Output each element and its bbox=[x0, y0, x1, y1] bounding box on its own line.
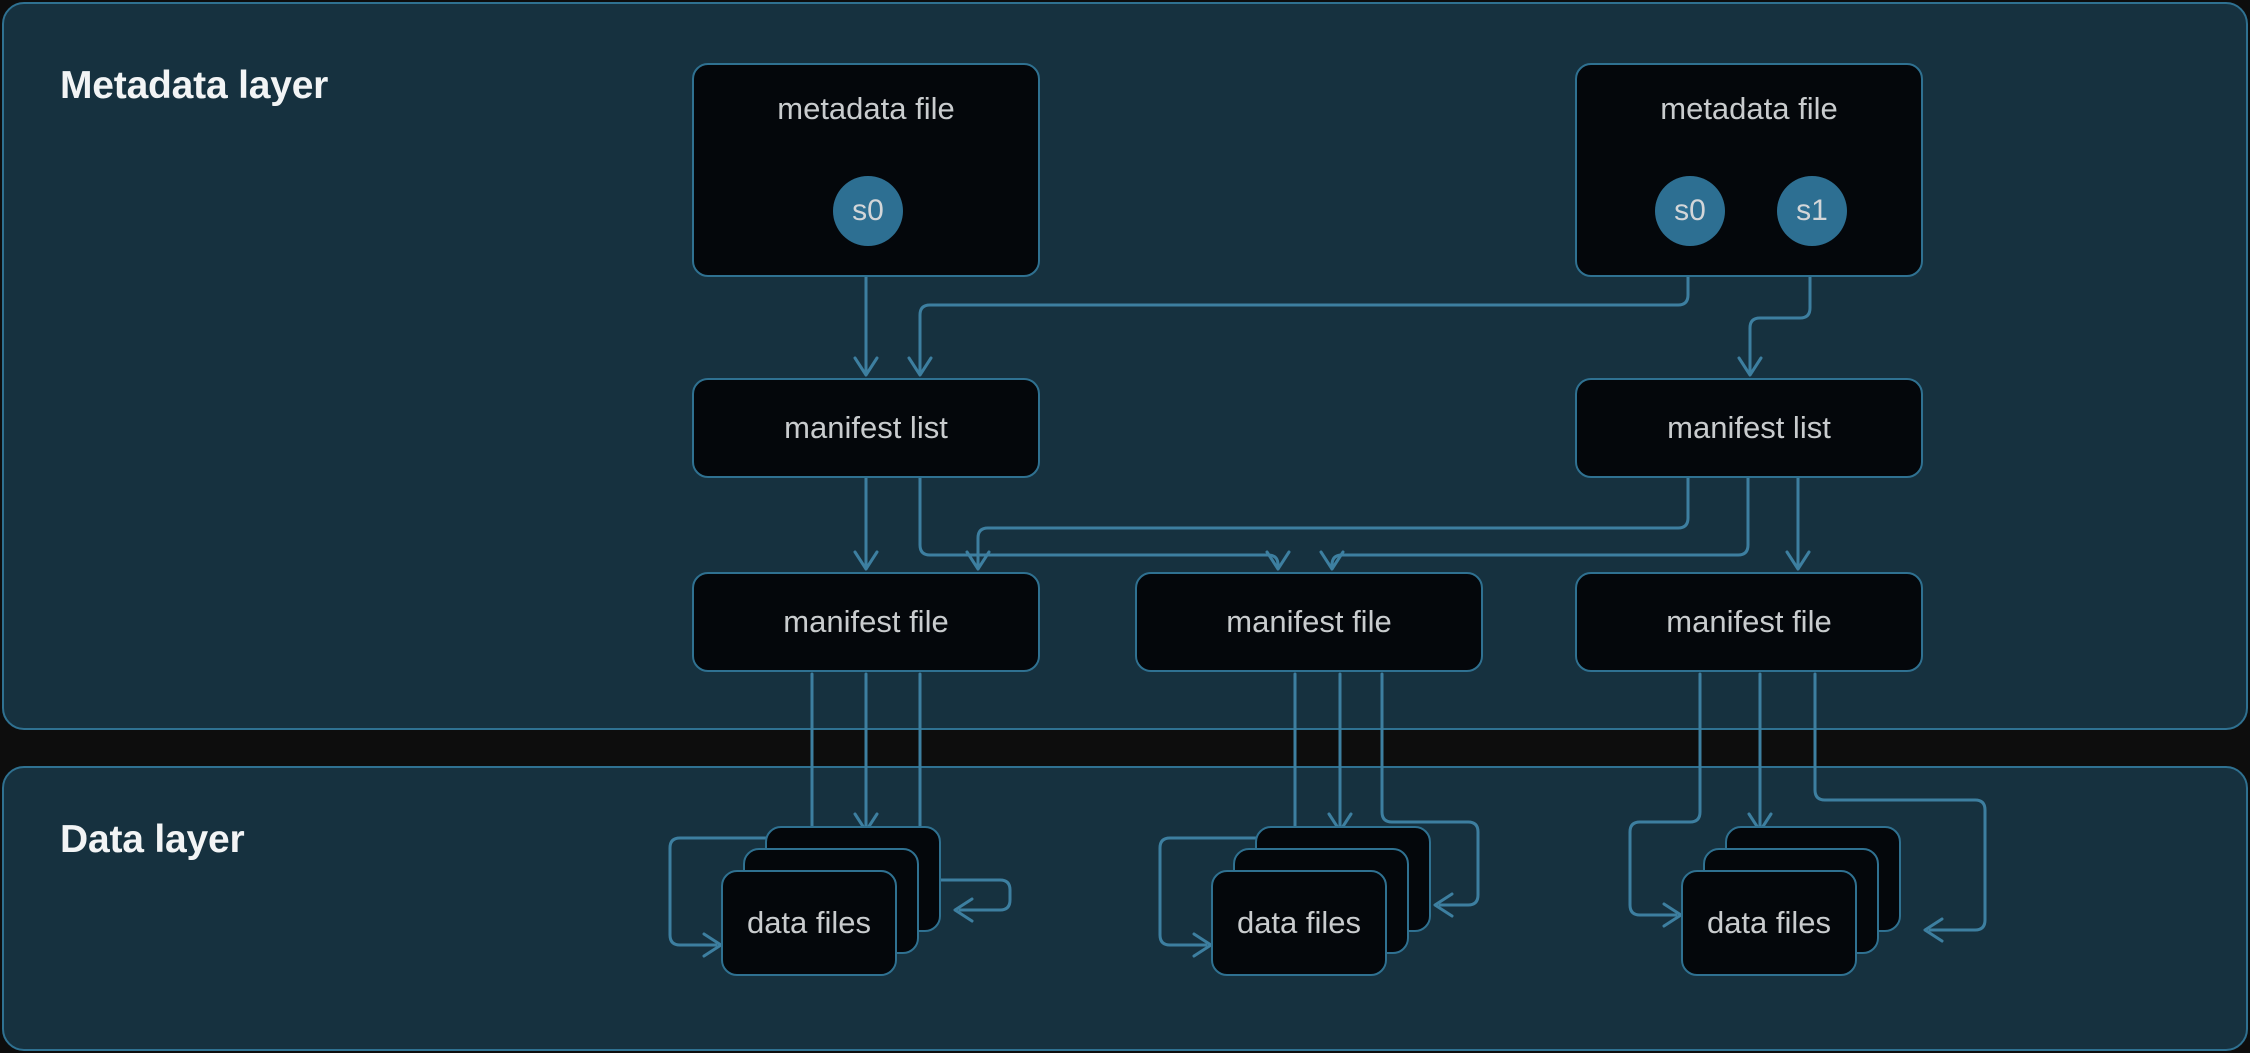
manifest-list-label-1: manifest list bbox=[784, 410, 948, 445]
snapshot-label: s0 bbox=[1674, 194, 1706, 227]
data-files-stack-2[interactable]: data files bbox=[1211, 826, 1431, 976]
data-files-stack-3[interactable]: data files bbox=[1681, 826, 1901, 976]
snapshot-node-s0[interactable]: s0 bbox=[1655, 176, 1725, 246]
manifest-file-node-2[interactable]: manifest file bbox=[1135, 572, 1483, 672]
data-layer-title: Data layer bbox=[60, 818, 245, 861]
manifest-list-node-2[interactable]: manifest list bbox=[1575, 378, 1923, 478]
metadata-file-node-1[interactable]: metadata file s0 bbox=[692, 63, 1040, 277]
manifest-file-label-2: manifest file bbox=[1226, 604, 1392, 639]
manifest-file-node-1[interactable]: manifest file bbox=[692, 572, 1040, 672]
metadata-file-label-2: metadata file bbox=[1660, 91, 1838, 126]
snapshot-node-s0[interactable]: s0 bbox=[833, 176, 903, 246]
snapshot-label: s1 bbox=[1796, 194, 1828, 227]
data-files-label-1: data files bbox=[746, 905, 872, 940]
manifest-list-label-2: manifest list bbox=[1667, 410, 1831, 445]
data-files-label-3: data files bbox=[1706, 905, 1832, 940]
manifest-file-node-3[interactable]: manifest file bbox=[1575, 572, 1923, 672]
metadata-layer-title: Metadata layer bbox=[60, 64, 329, 107]
data-layer-panel: Data layer bbox=[2, 766, 2248, 1051]
metadata-file-node-2[interactable]: metadata file s0 s1 bbox=[1575, 63, 1923, 277]
manifest-list-node-1[interactable]: manifest list bbox=[692, 378, 1040, 478]
data-file-card-front[interactable]: data files bbox=[1211, 870, 1387, 976]
metadata-file-label-1: metadata file bbox=[777, 91, 955, 126]
data-files-stack-1[interactable]: data files bbox=[721, 826, 941, 976]
data-files-label-2: data files bbox=[1236, 905, 1362, 940]
snapshot-node-s1[interactable]: s1 bbox=[1777, 176, 1847, 246]
data-file-card-front[interactable]: data files bbox=[721, 870, 897, 976]
manifest-file-label-1: manifest file bbox=[783, 604, 949, 639]
snapshot-label: s0 bbox=[852, 194, 884, 227]
data-file-card-front[interactable]: data files bbox=[1681, 870, 1857, 976]
manifest-file-label-3: manifest file bbox=[1666, 604, 1832, 639]
